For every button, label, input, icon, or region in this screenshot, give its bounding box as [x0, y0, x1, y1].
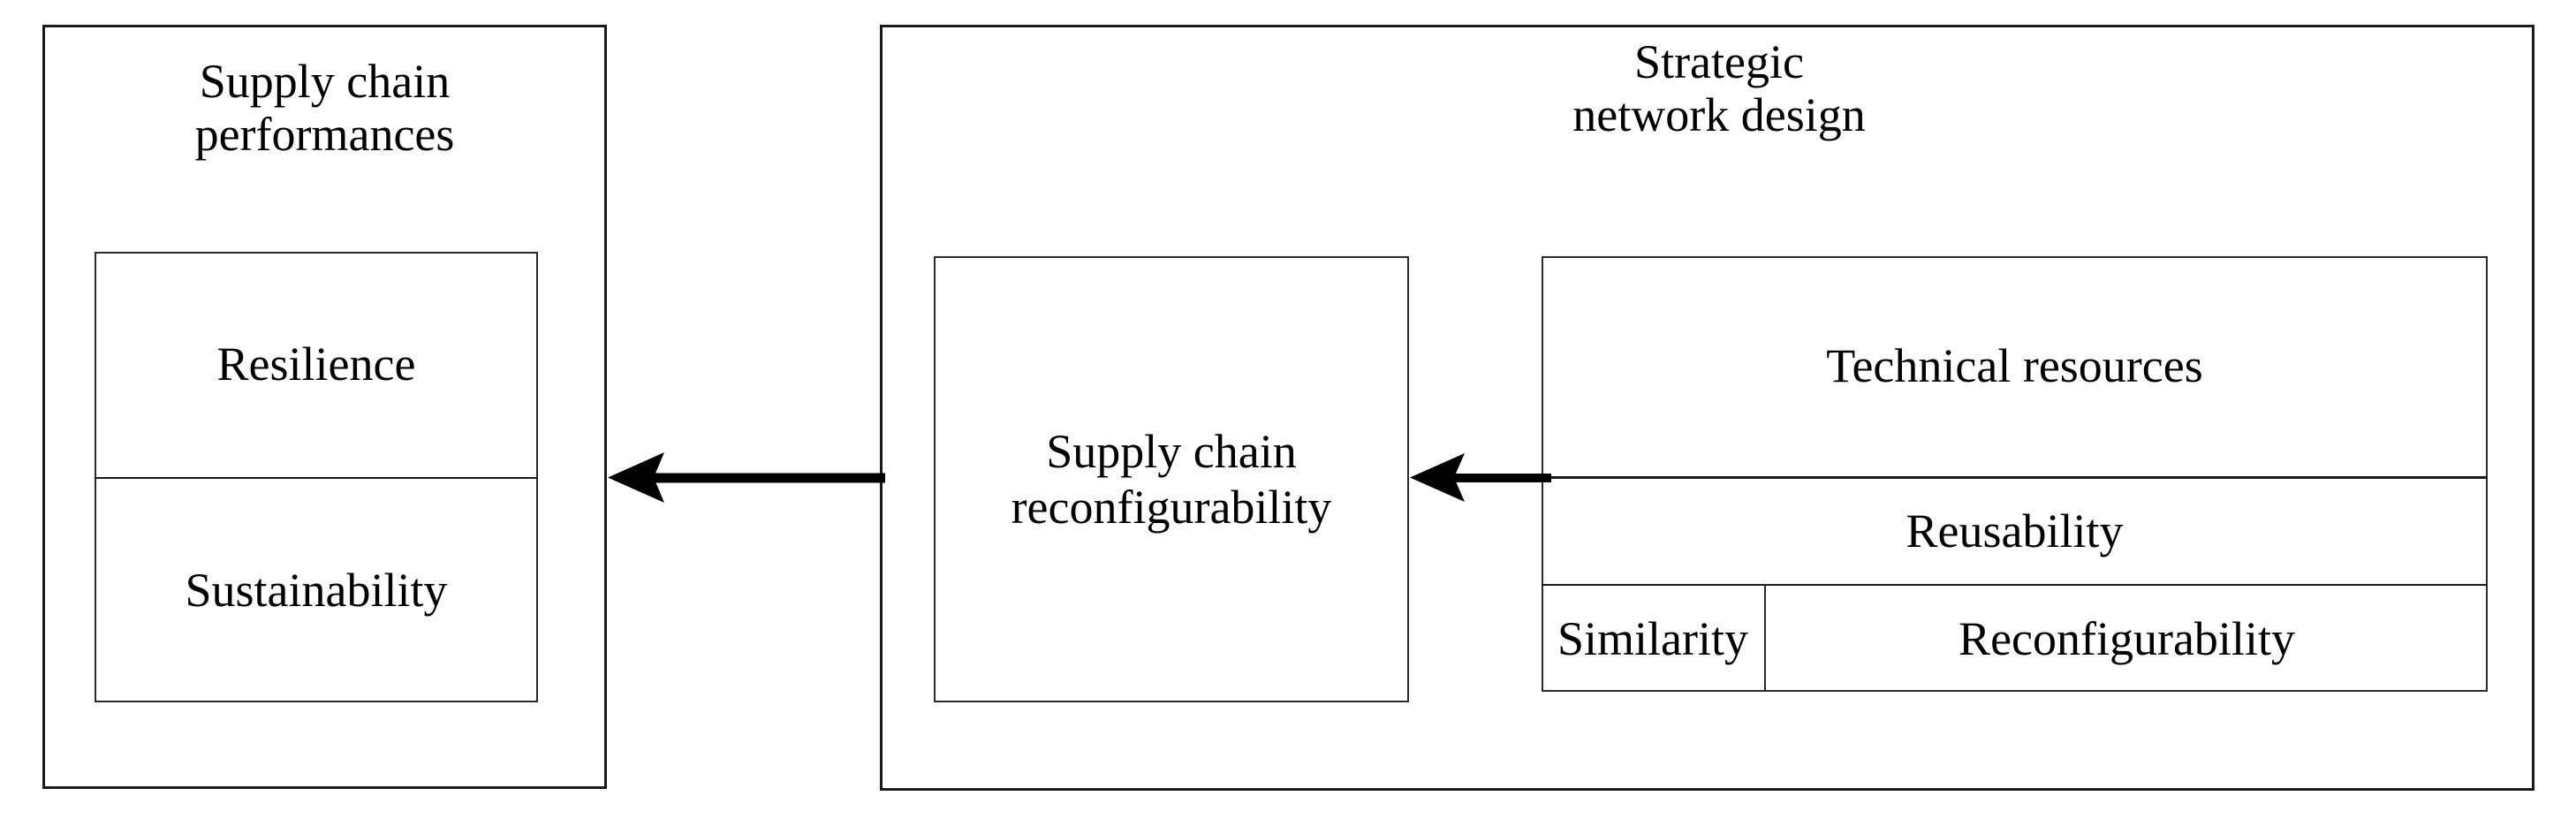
supply-chain-reconfigurability-label[interactable]: Supply chain reconfigurability: [1011, 425, 1332, 534]
reusability-leaves-divider: [1542, 584, 2488, 586]
reconfigurability-cell[interactable]: Reconfigurability: [1959, 611, 2295, 665]
technical-resources-cell[interactable]: Technical resources: [1826, 339, 2203, 393]
resilience-cell[interactable]: Resilience: [216, 337, 416, 391]
supply-chain-reconfigurability-box: [934, 256, 1409, 702]
arrow-strategic-to-performances-icon: [608, 452, 885, 503]
sustainability-cell[interactable]: Sustainability: [185, 563, 448, 617]
supply-chain-performances-title: Supply chain performances: [194, 55, 455, 162]
supply-chain-performances-panel: [42, 25, 607, 789]
similarity-reconfigurability-divider: [1764, 584, 1766, 692]
similarity-cell[interactable]: Similarity: [1557, 611, 1748, 665]
technical-resources-reusability-divider: [1542, 476, 2488, 479]
arrow-technical-to-reconfigurability-icon: [1410, 453, 1551, 502]
strategic-network-design-title: Strategic network design: [1572, 35, 1866, 142]
reusability-cell[interactable]: Reusability: [1905, 504, 2124, 558]
resilience-sustainability-divider: [95, 477, 538, 479]
strategic-network-design-panel: [880, 25, 2534, 791]
